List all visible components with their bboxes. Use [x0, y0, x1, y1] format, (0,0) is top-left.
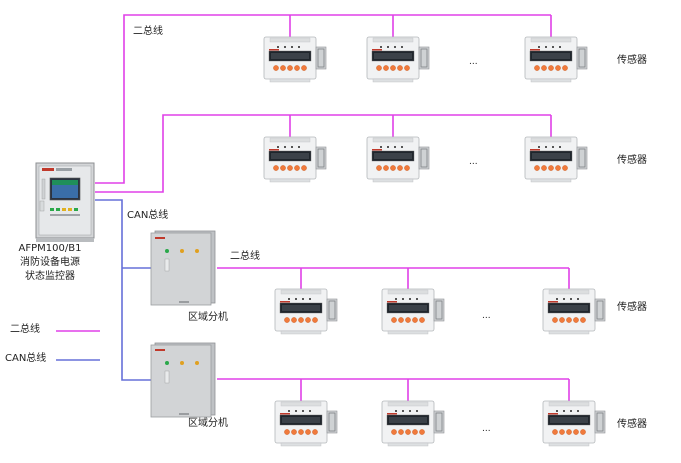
- sensor-device-row1-1: [263, 36, 327, 83]
- sensor-device-row2-1: [263, 136, 327, 183]
- sensor-device-row1-2: [366, 36, 430, 83]
- sensor-device-row4-3: [542, 400, 606, 447]
- sensor-device-row4-2: [381, 400, 445, 447]
- two-wire-bus-label-top: 二总线: [133, 26, 163, 37]
- sensor-device-row1-3: [524, 36, 588, 83]
- legend-can-label: CAN总线: [5, 353, 47, 364]
- host-name-line2: 状态监控器: [25, 271, 75, 282]
- host-name-line1: 消防设备电源: [20, 257, 80, 268]
- host-controller-device: [35, 162, 95, 242]
- host-model-label: AFPM100/B1: [18, 243, 82, 254]
- sensor-label-row1: 传感器: [617, 55, 647, 66]
- sensor-device-row3-2: [381, 288, 445, 335]
- sensor-label-row2: 传感器: [617, 155, 647, 166]
- two-wire-bus-1: [95, 14, 551, 184]
- zone-unit-label-2: 区域分机: [188, 418, 228, 429]
- can-bus-label: CAN总线: [127, 210, 169, 221]
- can-bus-trunk: [95, 199, 152, 381]
- ellipsis-row1: ...: [469, 57, 478, 67]
- two-wire-bus-label-zone: 二总线: [230, 251, 260, 262]
- sensor-device-row2-3: [524, 136, 588, 183]
- sensor-device-row2-2: [366, 136, 430, 183]
- sensor-device-row4-1: [274, 400, 338, 447]
- zone-unit-device-1: [150, 230, 216, 306]
- ellipsis-row2: ...: [469, 157, 478, 167]
- sensor-device-row3-1: [274, 288, 338, 335]
- zone-unit-device-2: [150, 342, 216, 418]
- two-wire-bus-2: [95, 114, 551, 193]
- ellipsis-row4: ...: [482, 424, 491, 434]
- legend-two-wire-label: 二总线: [10, 324, 40, 335]
- sensor-label-row4: 传感器: [617, 419, 647, 430]
- ellipsis-row3: ...: [482, 311, 491, 321]
- sensor-label-row3: 传感器: [617, 302, 647, 313]
- zone-unit-label-1: 区域分机: [188, 312, 228, 323]
- sensor-device-row3-3: [542, 288, 606, 335]
